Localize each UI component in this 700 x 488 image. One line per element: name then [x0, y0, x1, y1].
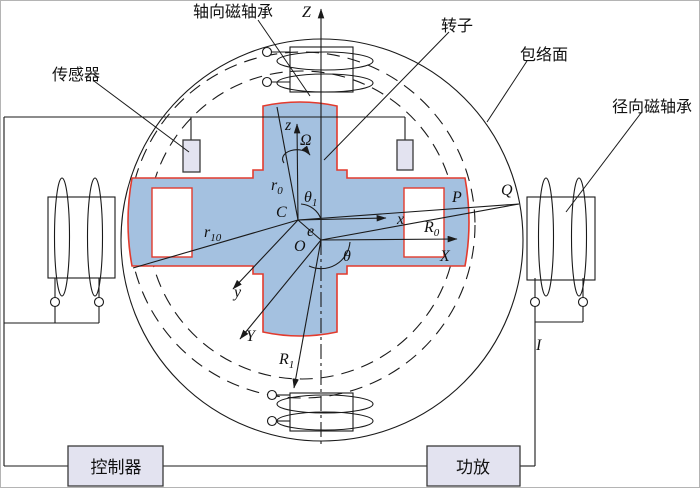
eccentricity-segment-CO: [297, 219, 322, 241]
radial-bearing-left-coil: [86, 177, 104, 297]
symbol-P: P: [451, 189, 462, 206]
symbol-y: y: [232, 284, 242, 301]
symbol-Y: Y: [246, 328, 257, 345]
spin-omega-arrow: [282, 145, 311, 164]
coil-terminal: [49, 296, 61, 308]
label-pointers: [93, 19, 642, 213]
rotor-right-slot: [403, 187, 445, 258]
axial-bearing-bottom-coil: [276, 394, 374, 414]
symbol-z: z: [284, 117, 292, 134]
symbol-O: O: [294, 238, 306, 255]
axis-y-rotor: [232, 219, 299, 290]
label-rotor: 转子: [441, 17, 473, 35]
stator-outer-circle: [120, 38, 524, 442]
symbol-R0: R0: [423, 219, 440, 239]
line-C-to-Q: [297, 203, 520, 221]
radius-R1-line: [292, 239, 322, 389]
symbol-C: C: [276, 204, 287, 221]
envelope-dashed-circle-outer: [128, 51, 476, 399]
coil-terminal: [93, 296, 105, 308]
pointer-envelope: [486, 60, 528, 123]
angle-theta1-arc: [300, 203, 322, 220]
pointer-sensor: [93, 80, 190, 153]
symbol-I: I: [535, 337, 542, 354]
wiring: [3, 116, 584, 467]
coil-terminal: [577, 296, 589, 308]
radial-bearing-left: [47, 177, 116, 308]
symbol-Z: Z: [302, 4, 312, 21]
symbol-theta1: θ1: [304, 189, 317, 209]
label-radial-bearing: 径向磁轴承: [612, 98, 692, 116]
label-amplifier: 功放: [456, 458, 490, 477]
label-controller: 控制器: [91, 458, 142, 477]
pointer-radial-bearing: [565, 112, 642, 213]
label-sensor: 传感器: [52, 66, 100, 84]
radius-r10-line: [132, 219, 299, 269]
radial-bearing-right-coil: [570, 177, 588, 297]
axes-and-vectors: [132, 8, 520, 445]
coil-terminal: [529, 296, 541, 308]
radial-bearing-left-coil: [53, 177, 71, 297]
controller-box: [67, 445, 164, 487]
radius-r0-line: [276, 106, 299, 221]
coil-terminal: [261, 46, 273, 58]
axis-x-rotor: [297, 214, 387, 222]
symbol-omega: Ω: [300, 132, 312, 149]
axial-bearing-top-coil: [276, 51, 374, 71]
line-O-to-Q: [320, 203, 520, 241]
axis-X-stator: [320, 235, 458, 243]
axis-Y-stator: [239, 239, 322, 340]
label-axial-bearing: 轴向磁轴承: [193, 3, 273, 21]
label-envelope: 包络面: [520, 45, 568, 64]
axial-bearing-top-coil: [276, 73, 374, 93]
sensor-right: [396, 139, 414, 171]
symbol-e: e: [307, 223, 314, 240]
coil-terminal: [266, 389, 278, 401]
radial-bearing-right: [526, 177, 596, 308]
radial-bearing-right-core: [526, 196, 596, 281]
symbol-r10: r10: [204, 224, 222, 244]
symbol-R1: R1: [278, 351, 294, 371]
symbol-r0: r0: [271, 177, 283, 197]
angle-theta-arc: [308, 241, 351, 270]
axis-z-rotor: [293, 123, 301, 221]
symbol-Q: Q: [501, 182, 513, 199]
coil-terminal: [261, 76, 273, 88]
sensor-left: [182, 139, 201, 173]
symbol-theta: θ: [343, 248, 351, 265]
amplifier-box: [426, 445, 521, 487]
symbol-X: X: [439, 248, 451, 265]
radial-bearing-right-coil: [537, 177, 555, 297]
coil-terminal: [266, 415, 278, 427]
rotor-left-slot: [151, 187, 193, 258]
radial-bearing-left-core: [47, 196, 116, 279]
pointer-rotor: [323, 31, 450, 161]
pointer-axial-bearing: [257, 19, 311, 97]
symbol-x: x: [396, 211, 404, 228]
